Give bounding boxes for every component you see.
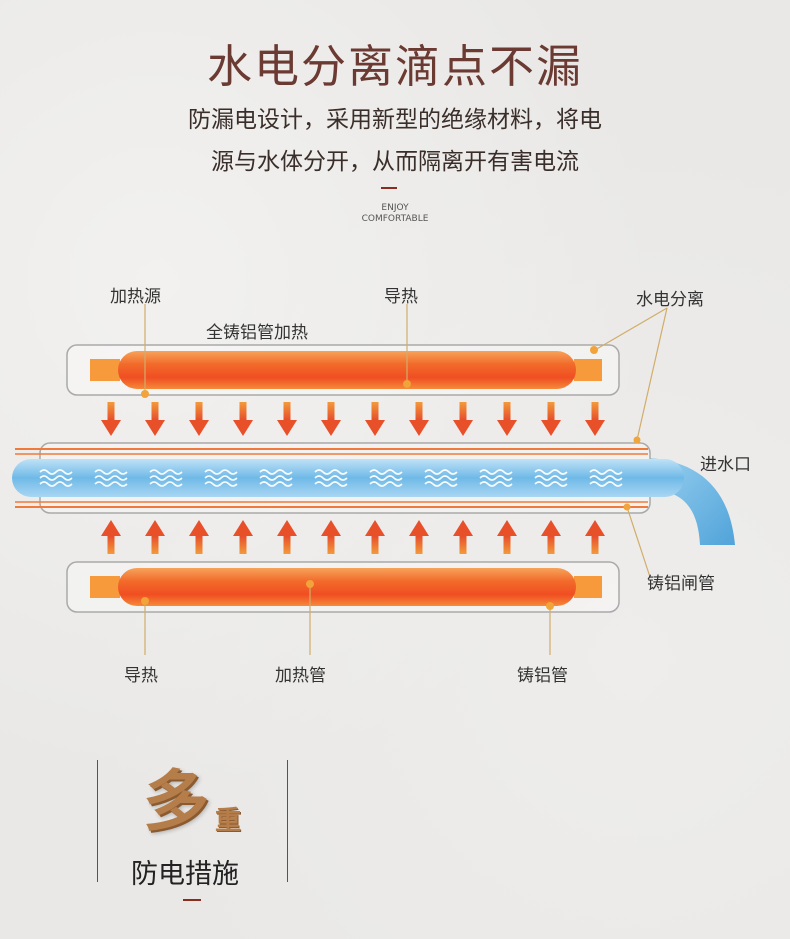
label-water-inlet: 进水口 xyxy=(700,455,751,475)
feature-big-char: 多 xyxy=(143,763,209,840)
feature-left-divider xyxy=(97,760,98,882)
label-water-power-separation: 水电分离 xyxy=(636,290,704,310)
page-title: 水电分离滴点不漏 xyxy=(206,40,583,93)
subtitle-line-1: 防漏电设计，采用新型的绝缘材料，将电 xyxy=(188,107,602,133)
label-cast-al-pipe: 铸铝管 xyxy=(517,666,568,686)
leader-lines xyxy=(141,304,668,655)
heat-arrows-up xyxy=(101,520,605,554)
label-heating-pipe: 加热管 xyxy=(275,666,326,686)
subtitle-line-2: 源与水体分开，从而隔离开有害电流 xyxy=(211,149,579,175)
comfortable-text: COMFORTABLE xyxy=(361,214,429,224)
enjoy-text: ENJOY xyxy=(381,203,409,213)
feature-divider xyxy=(183,899,201,901)
water-pipe xyxy=(12,442,684,514)
heat-arrows-down xyxy=(101,402,605,436)
label-heat-conduct-top: 导热 xyxy=(384,287,418,307)
label-heat-source: 加热源 xyxy=(110,287,161,307)
label-heat-conduct-bottom: 导热 xyxy=(124,666,158,686)
label-full-cast-heating: 全铸铝管加热 xyxy=(206,323,308,343)
top-heater-tube xyxy=(66,344,620,396)
feature-small-char: 重 xyxy=(215,806,242,836)
feature-right-divider xyxy=(287,760,288,882)
bottom-heater-tube xyxy=(66,561,620,613)
label-cast-al-gate-pipe: 铸铝闸管 xyxy=(647,574,715,594)
header-divider xyxy=(381,187,397,189)
feature-label: 防电措施 xyxy=(131,859,239,890)
